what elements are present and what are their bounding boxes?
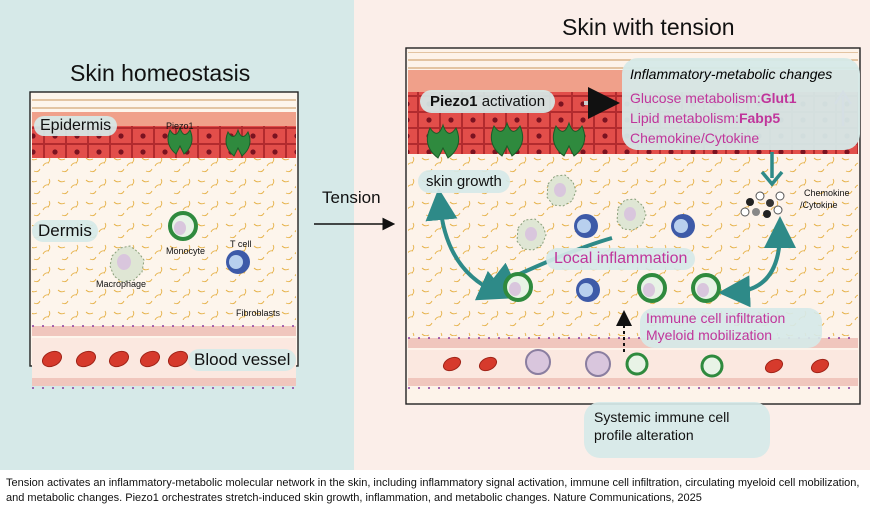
right-blood-cells [442, 349, 830, 377]
left-red-blood-cells [41, 350, 189, 368]
inflammatory-metabolic-box: Inflammatory-metabolic changes Glucose m… [622, 58, 860, 150]
tcell-label: T cell [230, 239, 252, 249]
piezo1-activation-label: Piezo1 activation [420, 90, 556, 113]
dermis-label: Dermis [32, 220, 98, 242]
left-monocyte [168, 211, 198, 241]
chemokine-arrow [760, 152, 784, 187]
tension-label: Tension [322, 188, 381, 207]
right-macrophages [516, 174, 647, 251]
systemic-line-2: profile alteration [594, 427, 694, 443]
changes-title: Inflammatory-metabolic changes [630, 66, 833, 82]
lipid-line: Lipid metabolism:Fabp5 [630, 110, 780, 126]
left-piezo1-channel [167, 126, 251, 157]
right-monocytes [503, 272, 724, 378]
infiltration-label: Immune cell infiltration [646, 310, 786, 326]
glucose-prefix: Glucose metabolism: [630, 90, 761, 106]
macrophage-label: Macrophage [96, 279, 147, 289]
right-tcells [574, 214, 695, 302]
skin-growth-label: skin growth [418, 170, 510, 193]
infiltration-box: Immune cell infiltration Myeloid mobiliz… [640, 308, 822, 348]
glucose-line: Glucose metabolism:Glut1 [630, 90, 797, 106]
systemic-line-1: Systemic immune cell [594, 409, 730, 425]
fibroblasts-label: Fibroblasts [236, 308, 281, 318]
glucose-gene: Glut1 [760, 90, 797, 106]
chemokine-label: Chemokine [804, 188, 850, 198]
mobilization-label: Myeloid mobilization [646, 327, 773, 343]
epidermis-label: Epidermis [34, 116, 118, 136]
local-inflammation-label: Local inflammation [546, 248, 696, 270]
activation-text: activation [477, 93, 546, 110]
blood-vessel-label: Blood vessel [188, 349, 297, 371]
lipid-prefix: Lipid metabolism: [630, 110, 739, 126]
right-piezo1-channels [426, 121, 586, 159]
right-panel-title: Skin with tension [562, 14, 735, 40]
systemic-box: Systemic immune cell profile alteration [584, 402, 770, 458]
figure-caption: Tension activates an inflammatory-metabo… [6, 477, 860, 504]
cytokine-label: /Cytokine [800, 200, 838, 210]
monocyte-label: Monocyte [166, 246, 206, 256]
left-macrophage [109, 245, 145, 283]
piezo1-bold: Piezo1 [430, 93, 478, 110]
left-tcell [226, 250, 250, 274]
chemokine-cluster [740, 191, 785, 218]
piezo1-label: Piezo1 [166, 121, 194, 131]
chemokine-cytokine-line: Chemokine/Cytokine [630, 130, 760, 146]
left-panel-title: Skin homeostasis [70, 60, 251, 86]
lipid-gene: Fabp5 [738, 110, 781, 126]
